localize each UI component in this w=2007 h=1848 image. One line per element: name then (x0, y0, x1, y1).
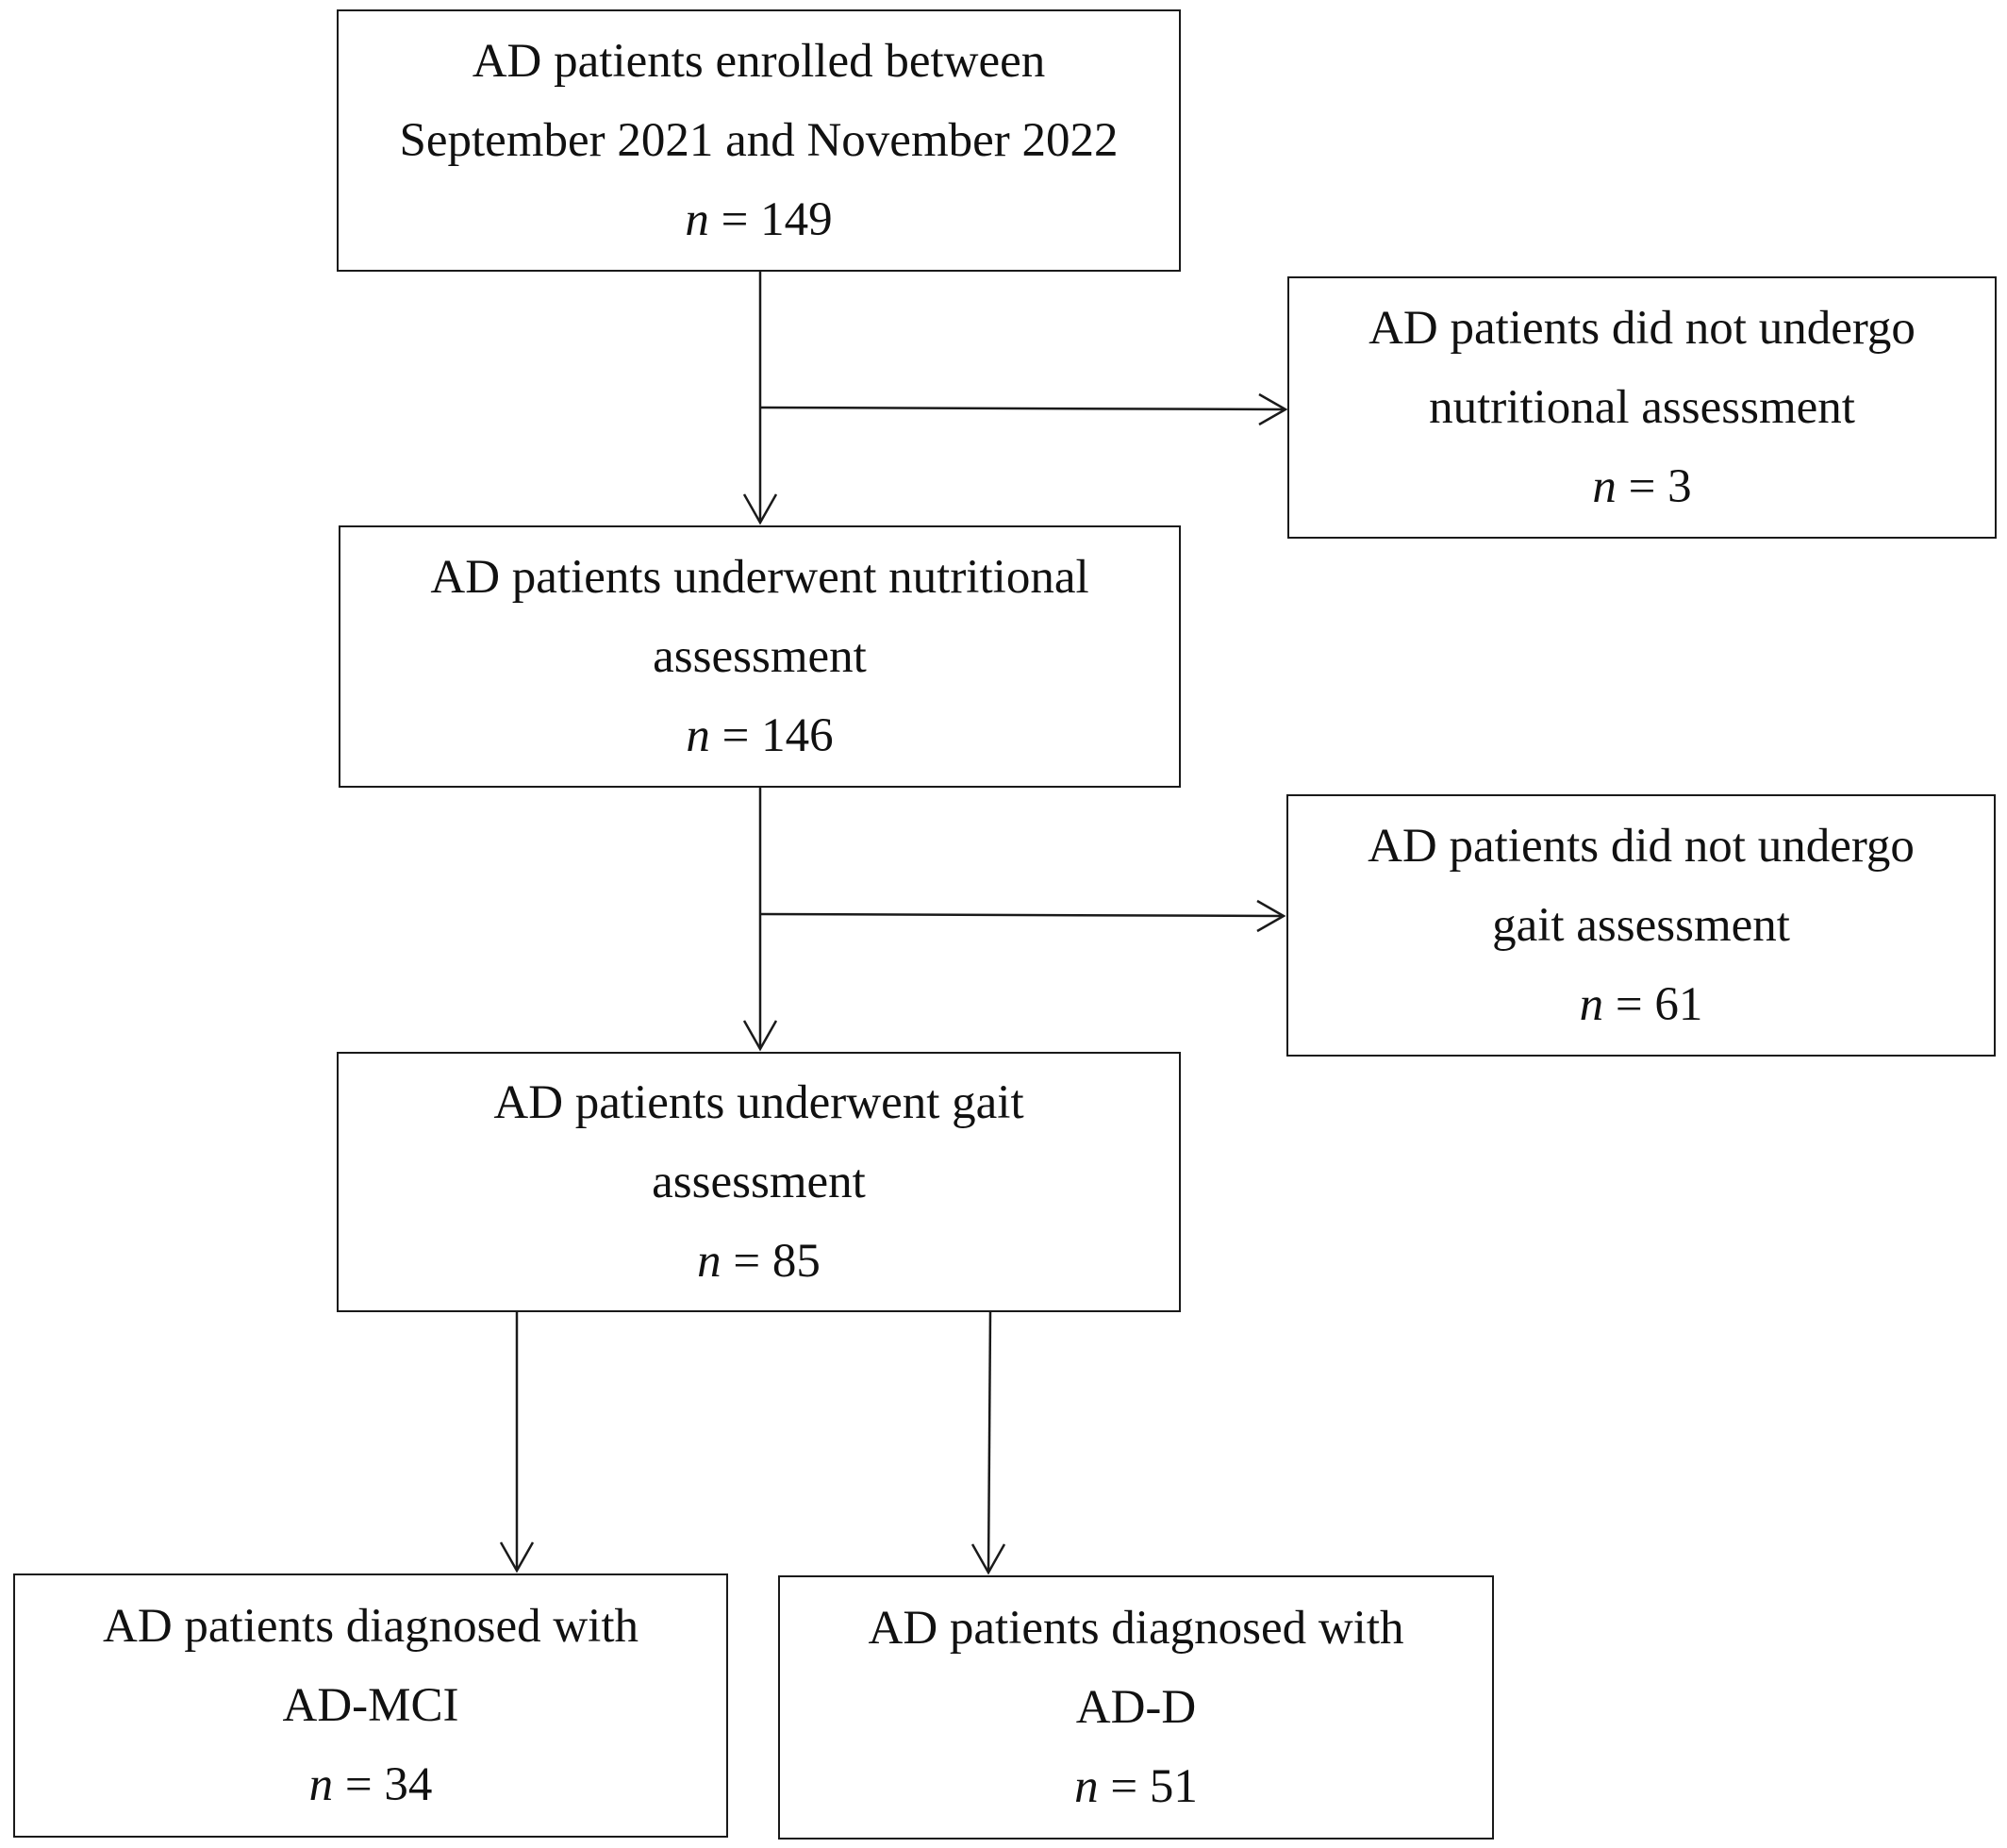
connector-to-excluded-gait (759, 912, 1285, 918)
box-text-line: nutritional assessment (1429, 381, 1855, 434)
n-symbol: n (1579, 978, 1604, 1031)
box-enrolled-patients: AD patients enrolled between September 2… (337, 9, 1181, 272)
box-text-line: AD patients underwent gait (493, 1076, 1024, 1129)
arrowhead-to-excluded-gait (1256, 899, 1286, 933)
box-text-line: AD patients did not undergo (1368, 302, 1916, 355)
box-nutritional-assessment: AD patients underwent nutritional assess… (339, 525, 1181, 788)
n-value: = 146 (722, 709, 834, 762)
sample-size: n = 146 (686, 696, 833, 775)
n-symbol: n (686, 709, 710, 762)
n-symbol: n (308, 1758, 334, 1811)
n-symbol: n (1592, 460, 1617, 513)
n-value: = 3 (1628, 460, 1692, 513)
sample-size: n = 85 (697, 1222, 821, 1301)
box-excluded-gait: AD patients did not undergo gait assessm… (1286, 794, 1996, 1057)
arrowhead-to-gait (742, 1020, 778, 1052)
box-text-line: gait assessment (1492, 899, 1790, 952)
box-ad-mci: AD patients diagnosed with AD-MCI n = 34 (13, 1573, 728, 1838)
box-gait-assessment: AD patients underwent gait assessment n … (337, 1052, 1181, 1312)
connector-gait-to-dementia (987, 1311, 992, 1573)
box-text-line: assessment (653, 630, 867, 683)
box-text-line: AD-D (1075, 1681, 1197, 1734)
n-value: = 61 (1615, 978, 1703, 1031)
box-text-line: AD patients diagnosed with (868, 1602, 1404, 1655)
n-value: = 149 (721, 193, 833, 246)
box-text-line: AD patients enrolled between (472, 35, 1046, 88)
sample-size: n = 34 (309, 1745, 433, 1824)
sample-size: n = 3 (1592, 447, 1691, 526)
box-excluded-nutritional: AD patients did not undergo nutritional … (1287, 276, 1997, 539)
n-value: = 85 (733, 1235, 821, 1288)
n-symbol: n (697, 1235, 722, 1288)
connector-to-excluded-nutritional (759, 406, 1286, 411)
sample-size: n = 51 (1074, 1747, 1198, 1826)
n-value: = 34 (344, 1758, 433, 1811)
box-ad-d: AD patients diagnosed with AD-D n = 51 (778, 1575, 1494, 1840)
n-symbol: n (685, 193, 709, 246)
n-value: = 51 (1110, 1760, 1198, 1813)
box-text-line: September 2021 and November 2022 (399, 114, 1119, 167)
arrowhead-to-excluded-nutritional (1258, 392, 1288, 426)
arrowhead-to-nutritional (742, 493, 778, 525)
arrowhead-to-mci (499, 1541, 535, 1573)
arrowhead-to-dementia (970, 1543, 1006, 1575)
box-text-line: AD patients did not undergo (1368, 820, 1915, 873)
sample-size: n = 61 (1580, 965, 1703, 1044)
box-text-line: AD-MCI (282, 1679, 459, 1732)
box-text-line: AD patients underwent nutritional (430, 551, 1089, 604)
sample-size: n = 149 (685, 180, 832, 259)
box-text-line: assessment (652, 1156, 866, 1208)
n-symbol: n (1074, 1760, 1099, 1813)
box-text-line: AD patients diagnosed with (103, 1600, 639, 1653)
